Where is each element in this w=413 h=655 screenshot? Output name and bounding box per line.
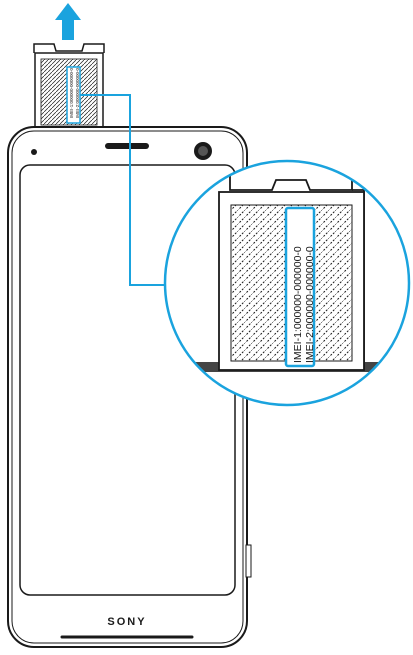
callout-connector	[80, 94, 167, 286]
side-button	[245, 544, 252, 578]
imei-line-small-2: IMEI-2:000000-000000-0	[75, 67, 80, 118]
brand-logo: SONY	[107, 616, 146, 628]
sim-tray: IMEI-1:000000-000000-0 IMEI-2:000000-000…	[33, 43, 105, 130]
imei-line-2: IMEI-2:000000-000000-0	[304, 246, 316, 363]
imei-line-small-1: IMEI-1:000000-000000-0	[69, 67, 74, 118]
magnified-view: IMEI-1:000000-000000-0 IMEI-2:000000-000…	[163, 159, 411, 407]
imei-label	[284, 206, 316, 368]
earpiece-speaker	[105, 143, 149, 149]
arrow-up-icon	[55, 3, 81, 40]
magnifier-ring	[163, 159, 411, 407]
proximity-sensor-icon	[31, 149, 37, 155]
imei-line-1: IMEI-1:000000-000000-0	[292, 246, 304, 363]
front-camera-icon	[194, 142, 212, 160]
